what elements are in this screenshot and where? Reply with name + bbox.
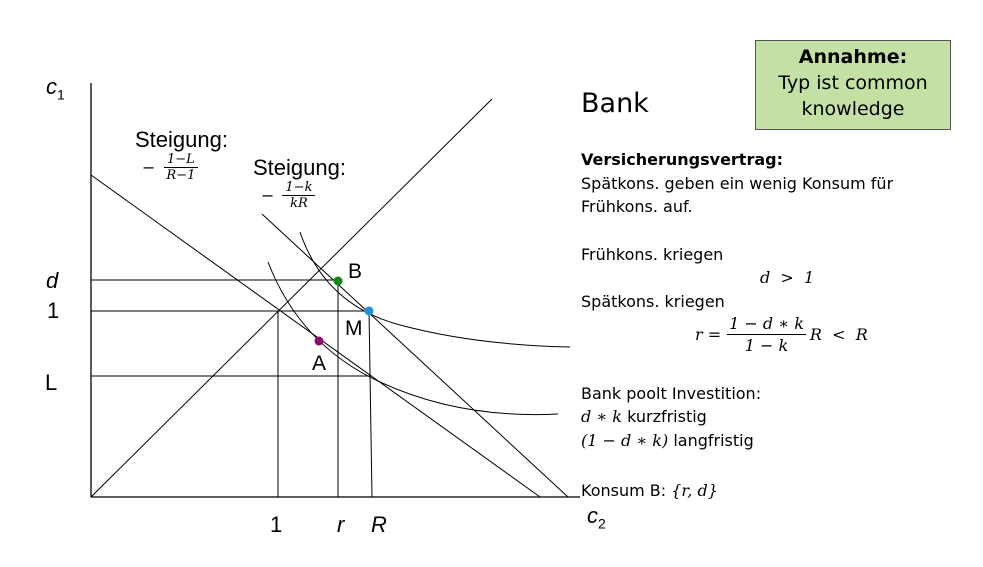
vline-R [368, 310, 373, 498]
panel-title: Bank [581, 88, 649, 119]
x-tick-R: R [371, 512, 387, 537]
assumption-title: Annahme: [798, 46, 908, 68]
diagonal-line [90, 98, 493, 498]
assumption-box: Annahme: Typ ist common knowledge [755, 40, 951, 130]
x-tick-1: 1 [270, 512, 283, 537]
indifference-curve-lower [267, 261, 559, 416]
x-tick-r: r [337, 512, 345, 537]
budget-line-bank [261, 213, 569, 498]
point-A-label: A [312, 352, 327, 375]
point-M-marker [364, 306, 374, 316]
x-axis-label: c2 [587, 503, 606, 532]
contract-heading: Versicherungsvertrag: [581, 150, 783, 169]
late-consumer-formula: r = 1 − d ∗ k 1 − k R < R [695, 314, 868, 355]
assumption-line2: knowledge [801, 98, 905, 120]
point-B-label: B [348, 260, 363, 283]
slope1-formula: − 1−L R−1 [142, 152, 198, 183]
point-A-marker [314, 336, 324, 346]
assumption-line1: Typ ist common [778, 72, 928, 94]
y-tick-d: d [46, 268, 59, 293]
y-tick-L: L [45, 370, 58, 395]
pool-line1: Bank poolt Investition: [581, 384, 762, 403]
budget-line-steep [90, 174, 541, 498]
point-M-label: M [345, 317, 363, 340]
slope1-label: Steigung: [135, 127, 228, 152]
late-consumer-text: Spätkons. kriegen [581, 292, 725, 311]
y-axis-label: c1 [46, 74, 65, 103]
contract-line2: Frühkons. auf. [581, 197, 693, 216]
slope2-formula: − 1−k kR [261, 180, 316, 211]
early-consumer-text: Frühkons. kriegen [581, 245, 724, 264]
pool-line2: d ∗ k kurzfristig [581, 407, 707, 426]
early-consumer-formula: d > 1 [760, 268, 815, 287]
slope2-label: Steigung: [253, 155, 346, 180]
contract-line1: Spätkons. geben ein wenig Konsum für [581, 174, 894, 193]
consumption-line: Konsum B: {r, d} [581, 481, 718, 500]
indifference-curve-upper [299, 231, 571, 348]
point-B-marker [333, 276, 343, 286]
pool-line3: (1 − d ∗ k) langfristig [581, 431, 754, 450]
y-tick-1: 1 [47, 298, 60, 323]
